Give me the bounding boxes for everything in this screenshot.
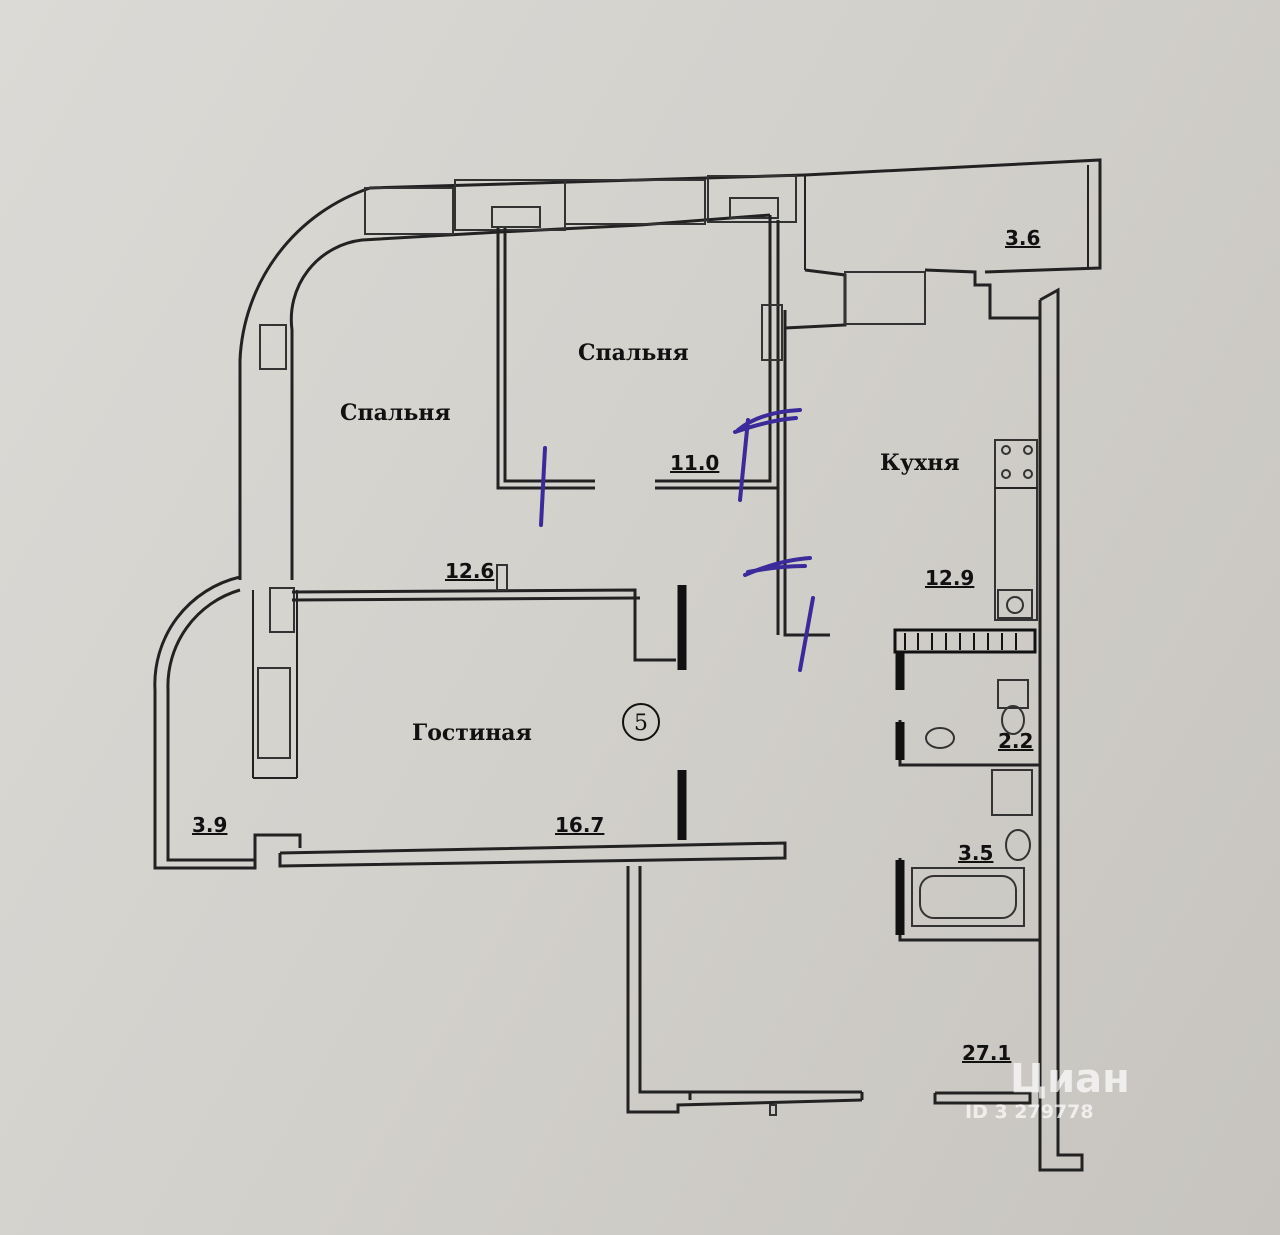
hall-area: 27.1 — [962, 1041, 1011, 1065]
room-bedroom-center: Спальня 11.0 — [578, 340, 719, 475]
room-area: 12.6 — [445, 559, 494, 583]
watermark-brand: Циан — [1010, 1056, 1130, 1102]
room-area: 11.0 — [670, 451, 719, 475]
room-label: Кухня — [880, 450, 960, 476]
room-label: Спальня — [578, 340, 689, 366]
exterior-wall — [238, 173, 806, 779]
room-bedroom-left: Спальня 12.6 — [340, 400, 494, 583]
pen-marks — [539, 408, 815, 672]
watermark: Циан ID 3 279778 — [965, 1056, 1130, 1123]
room-kitchen: Кухня 12.9 — [880, 450, 974, 590]
room-label: Спальня — [340, 400, 451, 426]
plan-marker-circle — [622, 703, 660, 741]
room-living: Гостиная 16.7 — [412, 720, 604, 837]
room-label: Гостиная — [412, 720, 532, 746]
loggia-left-area: 3.9 — [192, 813, 227, 837]
toilet-area: 2.2 — [998, 729, 1033, 753]
room-area: 12.9 — [925, 566, 974, 590]
bathroom-area: 3.5 — [958, 841, 993, 865]
balcony-top-area: 3.6 — [1005, 226, 1040, 250]
plan-marker: 5 — [634, 711, 648, 736]
watermark-id: ID 3 279778 — [965, 1101, 1094, 1123]
room-area: 16.7 — [555, 813, 604, 837]
